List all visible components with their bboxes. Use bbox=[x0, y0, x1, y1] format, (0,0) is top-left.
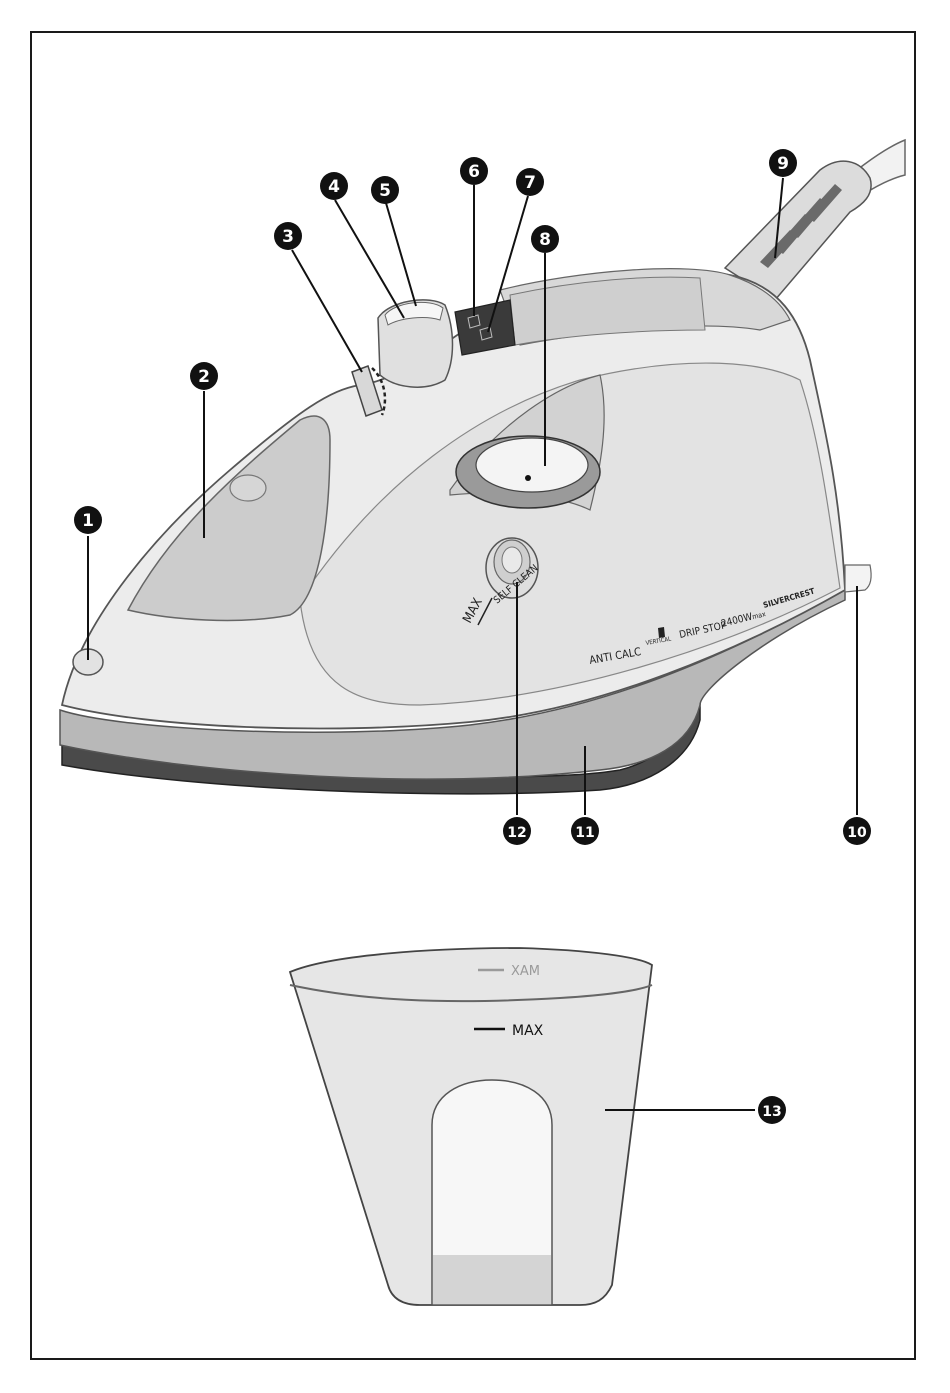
cup-mirrored-max-text: XAM bbox=[511, 964, 540, 979]
callout-6: 6 bbox=[460, 157, 488, 185]
callout-number: 12 bbox=[507, 825, 526, 841]
leader-4 bbox=[335, 200, 404, 318]
steam-control-band bbox=[455, 300, 515, 355]
temperature-dial bbox=[476, 438, 588, 492]
self-clean-button-inner bbox=[502, 547, 522, 573]
cup-max-text: MAX bbox=[512, 1023, 544, 1039]
vertical-steam-icon bbox=[658, 627, 665, 638]
callout-10: 10 bbox=[843, 817, 871, 845]
callout-4: 4 bbox=[320, 172, 348, 200]
callout-11: 11 bbox=[571, 817, 599, 845]
callout-12: 12 bbox=[503, 817, 531, 845]
callout-13: 13 bbox=[758, 1096, 786, 1124]
callout-number: 5 bbox=[379, 181, 391, 201]
callout-number: 10 bbox=[847, 825, 867, 841]
callout-3: 3 bbox=[274, 222, 302, 250]
callout-number: 4 bbox=[328, 177, 340, 197]
callout-number: 6 bbox=[468, 162, 480, 182]
callout-number: 9 bbox=[777, 154, 789, 174]
steam-iron: MAX SELF CLEAN ANTI CALC VERTICAL DRIP S… bbox=[60, 140, 905, 794]
callout-8: 8 bbox=[531, 225, 559, 253]
callout-number: 3 bbox=[282, 227, 294, 247]
callout-2: 2 bbox=[190, 362, 218, 390]
callout-number: 8 bbox=[539, 230, 551, 250]
callout-number: 13 bbox=[762, 1104, 781, 1120]
water-tank bbox=[128, 416, 330, 620]
callout-number: 2 bbox=[198, 367, 210, 387]
dial-indicator-dot bbox=[525, 475, 531, 481]
cup-handle-bottom bbox=[433, 1255, 551, 1304]
callout-7: 7 bbox=[516, 168, 544, 196]
callout-9: 9 bbox=[769, 149, 797, 177]
indicator-light bbox=[845, 565, 871, 592]
callout-5: 5 bbox=[371, 176, 399, 204]
leader-5 bbox=[386, 203, 416, 306]
callout-number: 7 bbox=[524, 173, 536, 193]
callout-1: 1 bbox=[74, 506, 102, 534]
callout-number: 11 bbox=[575, 825, 594, 841]
leader-3 bbox=[292, 250, 362, 372]
callout-number: 1 bbox=[82, 511, 94, 531]
measuring-cup: XAM MAX bbox=[290, 948, 652, 1305]
water-tank-cap bbox=[230, 475, 266, 501]
